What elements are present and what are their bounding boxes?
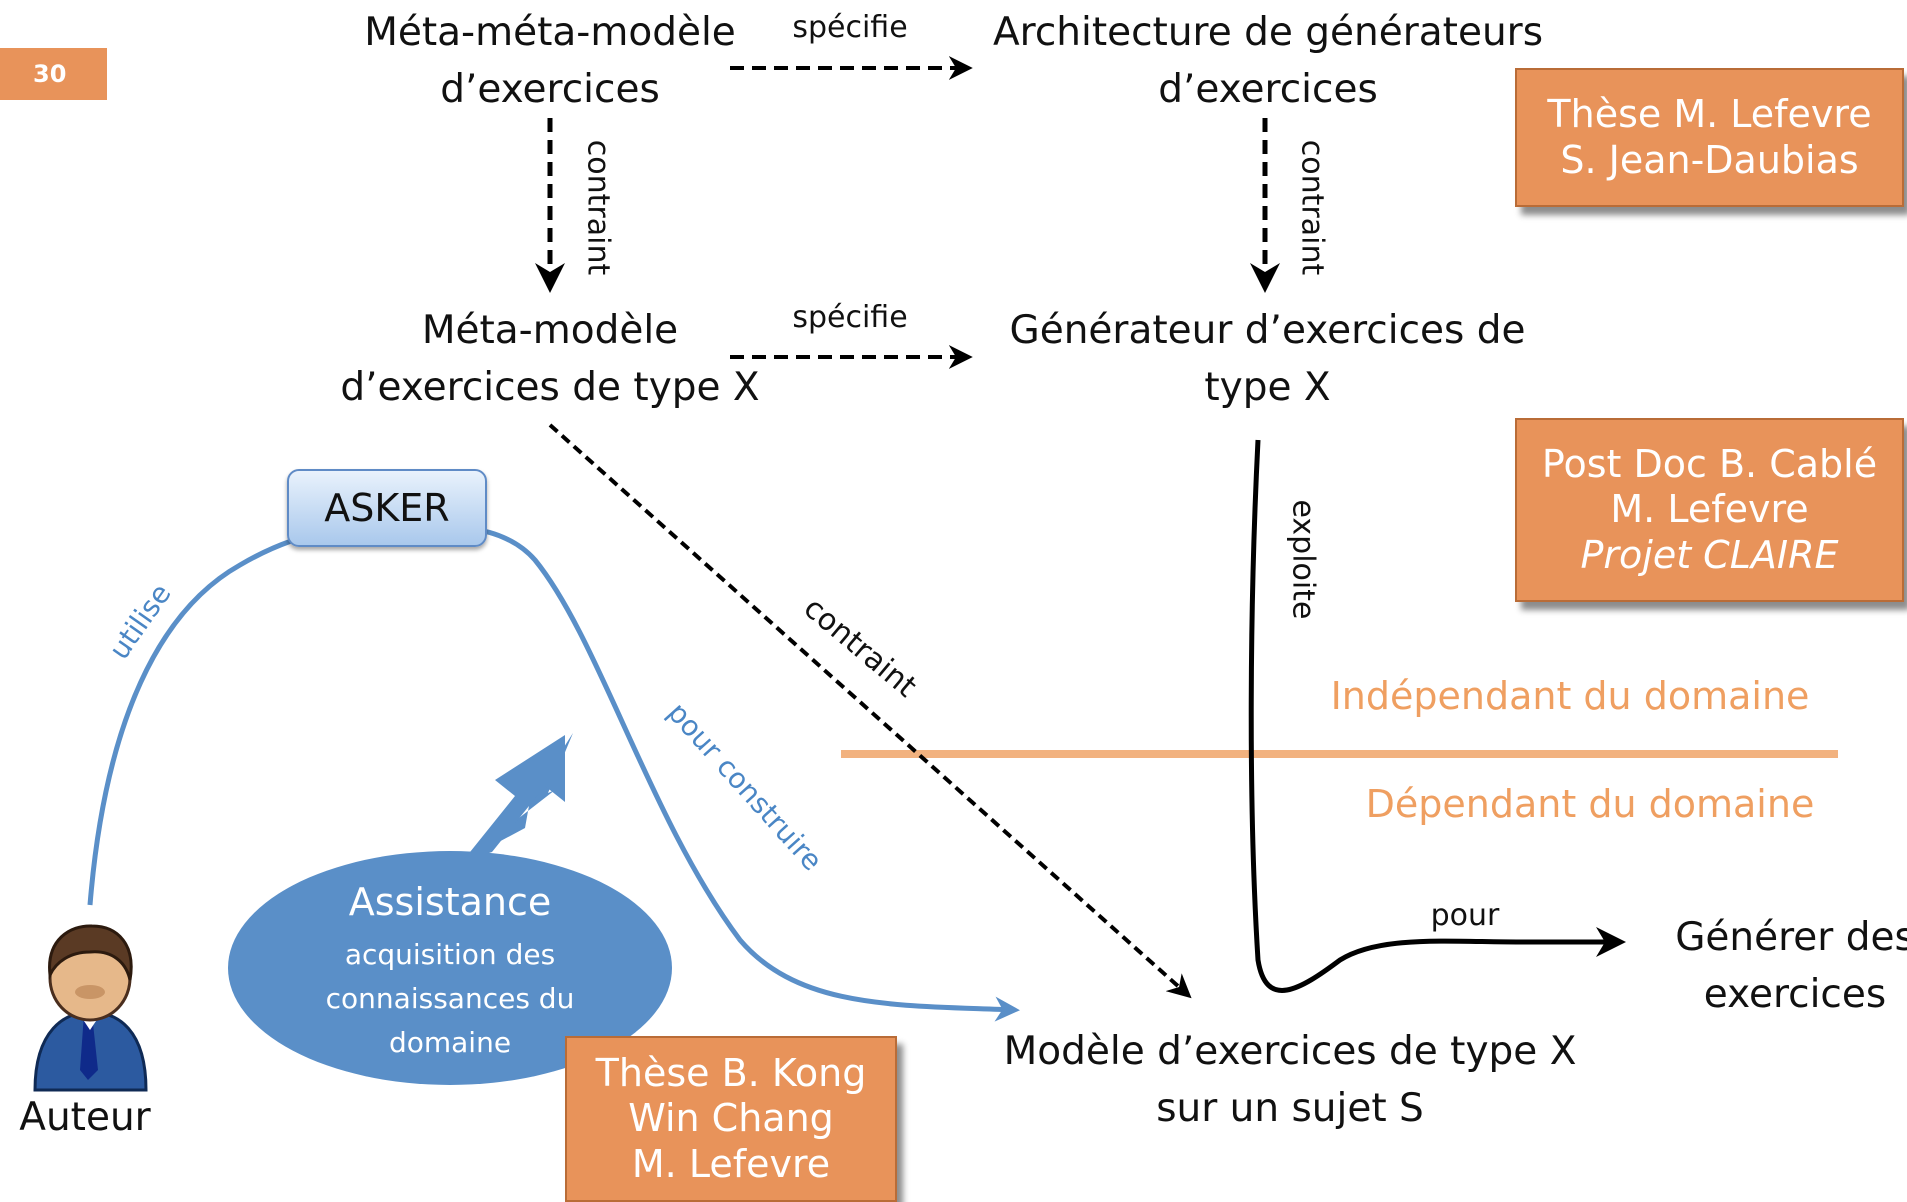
- box-postdoc-cable: Post Doc B. Cablé M. Lefevre Projet CLAI…: [1515, 418, 1904, 602]
- assistance-line-1: acquisition des: [344, 938, 556, 971]
- assistance-title: Assistance: [348, 880, 552, 924]
- assistance-ellipse: [228, 851, 672, 1085]
- arrow-contraint-diagonal: [548, 423, 1192, 999]
- box-these-lefevre: Thèse M. Lefevre S. Jean-Daubias: [1515, 68, 1904, 207]
- author-label: Auteur: [19, 1095, 151, 1140]
- domain-independent-label: Indépendant du domaine: [1330, 674, 1810, 718]
- assistance-line-3: domaine: [388, 1026, 512, 1059]
- edge-label-specifie-middle: spécifie: [792, 300, 908, 335]
- assistance-line-2: connaissances du: [325, 982, 575, 1015]
- edge-label-specifie-top: spécifie: [792, 10, 908, 45]
- domain-dependent-label: Dépendant du domaine: [1365, 782, 1815, 826]
- edge-label-contraint-left: contraint: [580, 139, 616, 276]
- edge-label-contraint-right: contraint: [1294, 139, 1330, 276]
- assistance-up-arrow-head: [462, 735, 565, 862]
- edge-label-exploite: exploite: [1285, 499, 1321, 620]
- page-number-badge: 30: [0, 48, 107, 100]
- edge-label-pour: pour: [1430, 898, 1500, 933]
- arrow-exploite-pour: [1248, 439, 1626, 993]
- author-icon: [33, 924, 148, 1092]
- box-these-kong: Thèse B. Kong Win Chang M. Lefevre: [565, 1036, 897, 1202]
- asker-tool-box: ASKER: [287, 469, 487, 547]
